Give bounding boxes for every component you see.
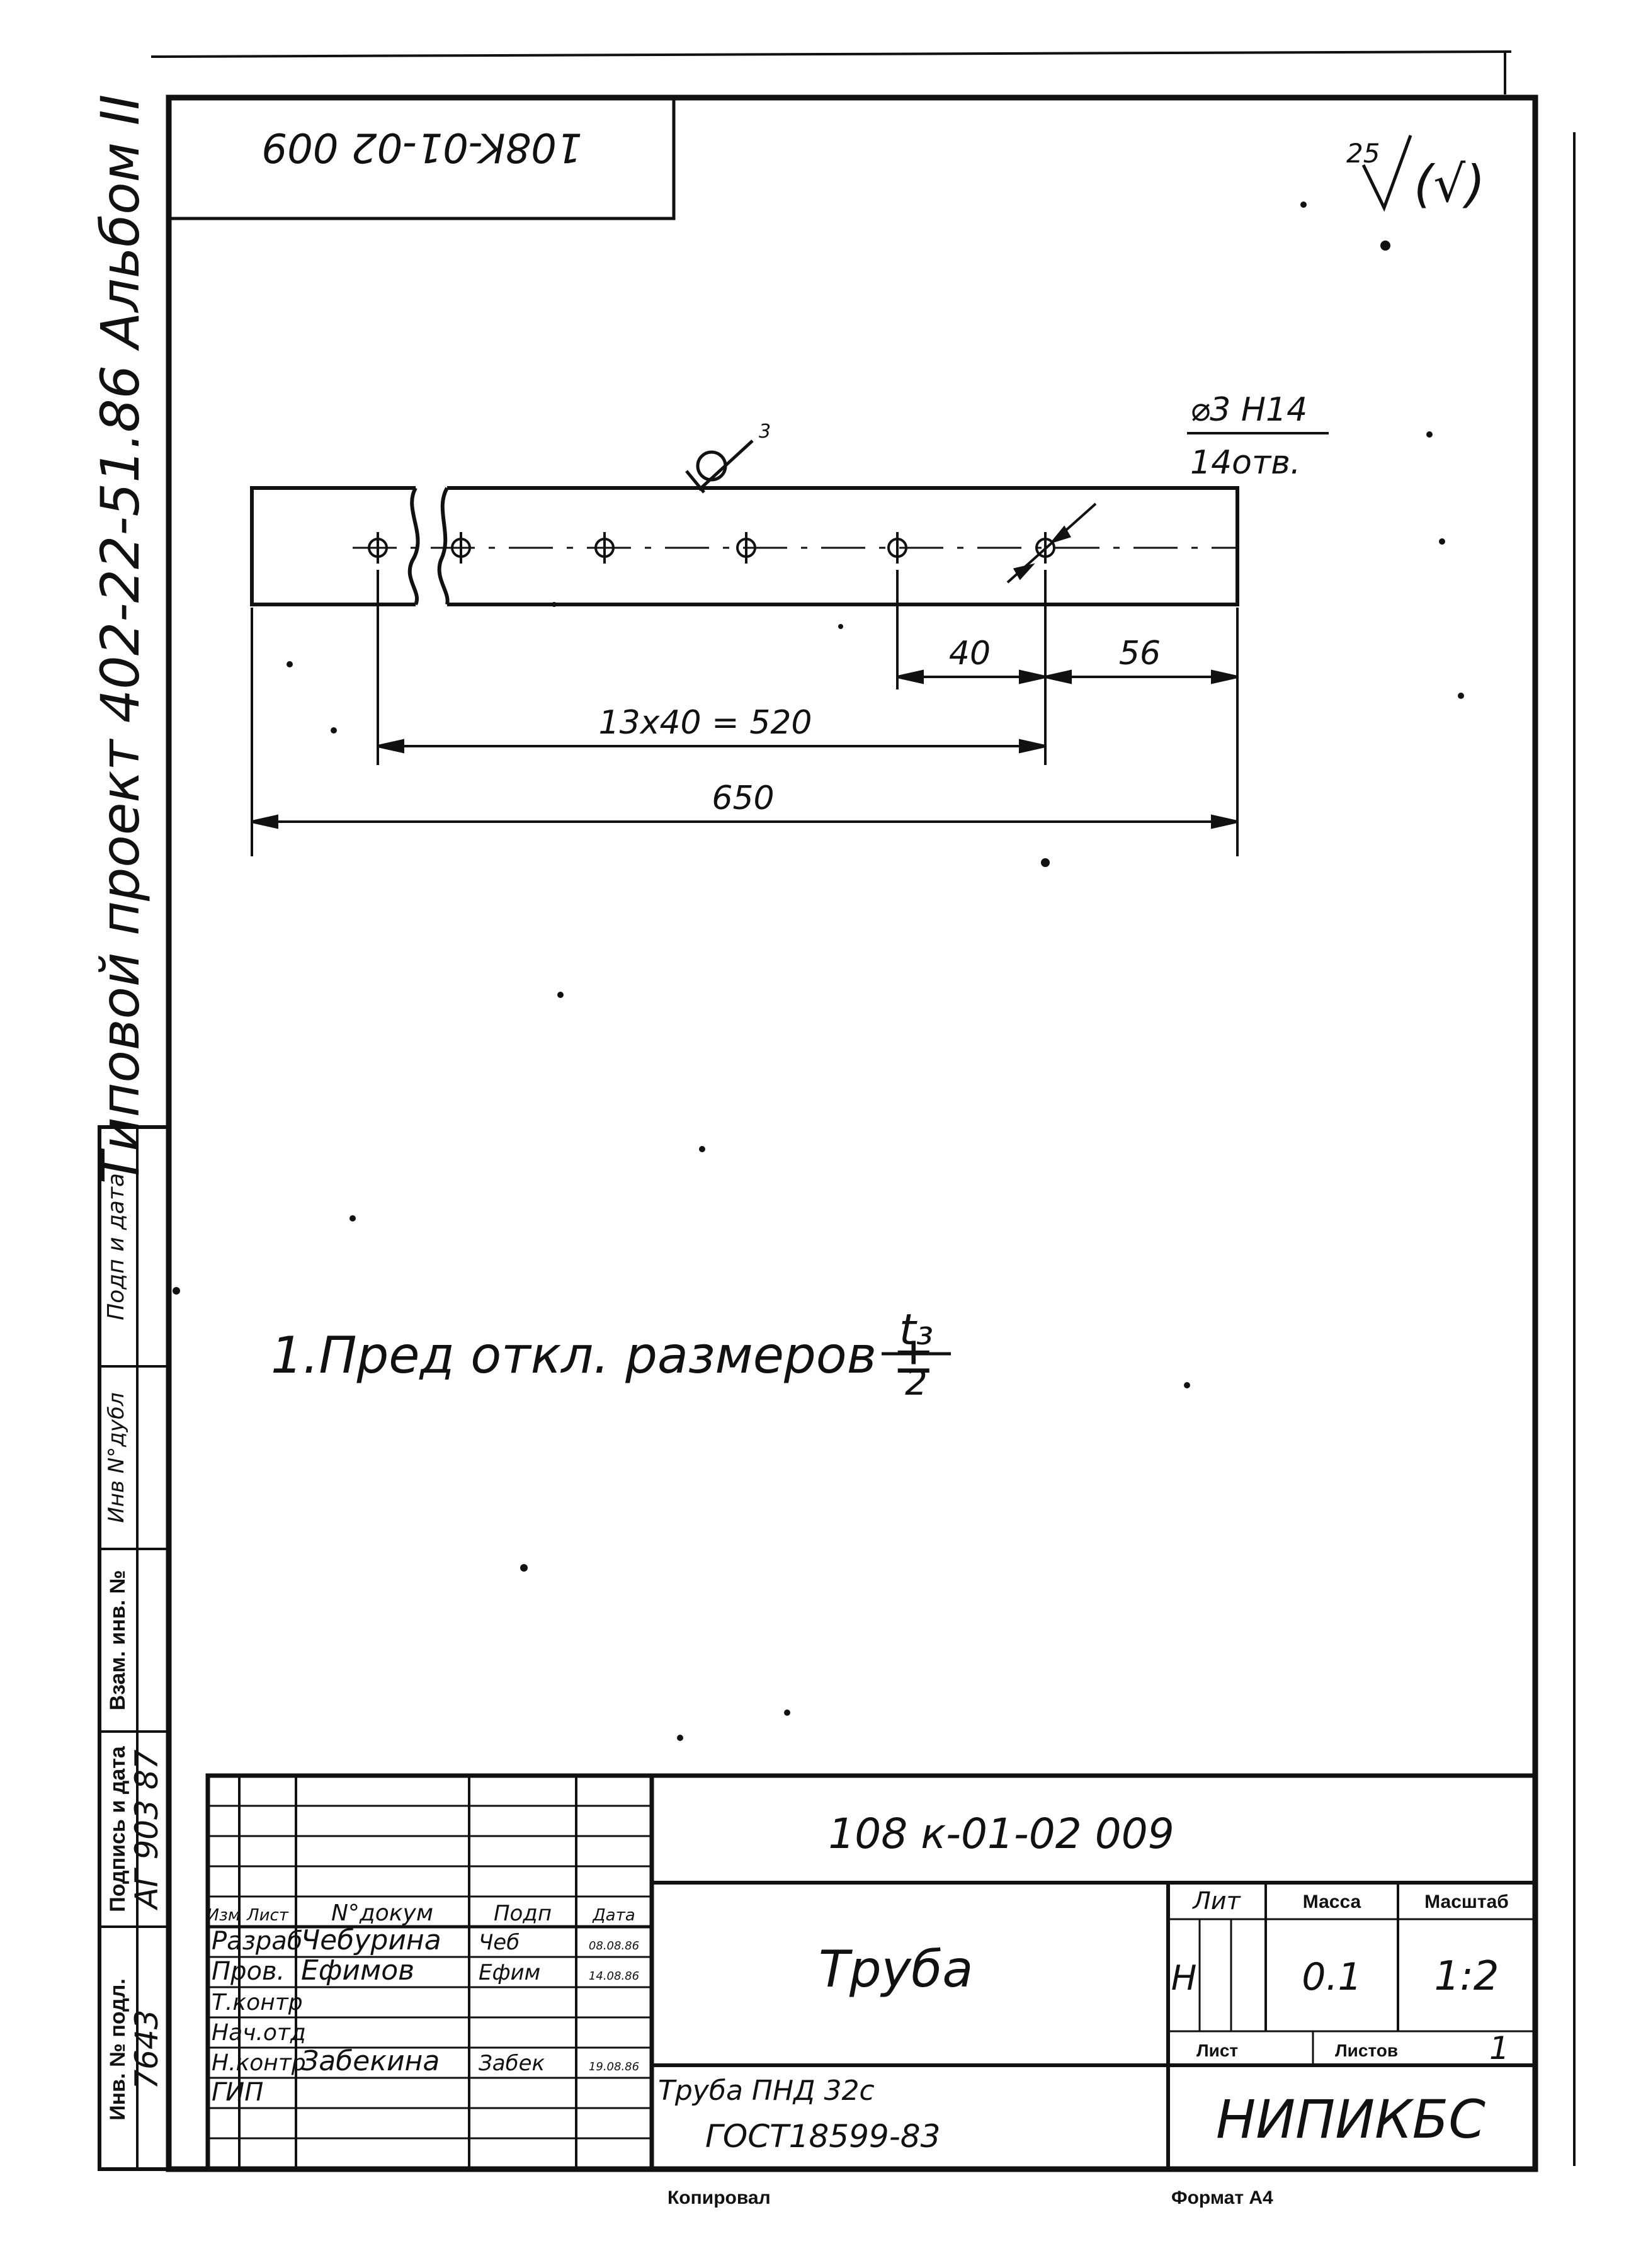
title-part-name: Труба xyxy=(819,1940,973,1999)
tolerance-note: 1.Пред откл. размеров ± t₃ 2 xyxy=(271,1305,951,1403)
col-header-date: Дата xyxy=(592,1906,635,1925)
top-stamp-text: 108K-01-02 009 xyxy=(261,123,582,170)
header-scale: Масштаб xyxy=(1424,1891,1509,1912)
note-fraction-bottom: 2 xyxy=(905,1363,928,1403)
staff-role: Т.контр xyxy=(212,1990,303,2016)
title-block xyxy=(205,1773,1538,2172)
title-designation: 108 к-01-02 009 xyxy=(828,1810,1174,1858)
roughness-value: 25 xyxy=(1346,138,1380,169)
lit-value: Н xyxy=(1171,1958,1197,1998)
weld-symbol: 3 xyxy=(685,421,771,494)
weld-symbol-number: 3 xyxy=(759,421,771,443)
side-field-podp-date2: Подпись и дата xyxy=(106,1745,130,1912)
roughness-suffix: (√) xyxy=(1414,155,1485,213)
scale-value: 1:2 xyxy=(1434,1953,1499,2000)
hole-callout-line2: 14отв. xyxy=(1190,444,1300,482)
header-sheets: Листов xyxy=(1335,2041,1398,2060)
dim-pitch: 40 xyxy=(949,635,991,672)
staff-name: Забекина xyxy=(301,2045,440,2077)
hole-callout-line1: ⌀3 H14 xyxy=(1190,391,1307,429)
scan-specks xyxy=(173,201,1464,1741)
footer-copied: Копировал xyxy=(667,2187,771,2208)
title-org: НИПИКБС xyxy=(1216,2089,1485,2150)
staff-date: 14.08.86 xyxy=(589,1970,639,1983)
hole-leader xyxy=(1006,502,1097,584)
staff-role: Разраб xyxy=(212,1927,302,1956)
side-sign-value: АГ 903 87 xyxy=(128,1749,165,1910)
hole-marks xyxy=(368,532,1055,564)
header-sheet: Лист xyxy=(1196,2041,1238,2060)
side-field-inv-podl: Инв. № подл. xyxy=(106,1978,130,2121)
title-material-line2: ГОСТ18599-83 xyxy=(705,2118,940,2155)
staff-role: Нач.отд xyxy=(212,2020,306,2046)
note-fraction-top: t₃ xyxy=(899,1305,933,1355)
hole-5 xyxy=(887,532,907,564)
title-staff-rows: Разраб Чебурина Чеб 08.08.86 Пров. Ефимо… xyxy=(212,1924,639,2107)
staff-date: 19.08.86 xyxy=(589,2060,639,2073)
side-strip xyxy=(98,1125,171,2171)
side-field-podp-date: Подп и дата xyxy=(103,1173,129,1320)
dimension-lines xyxy=(251,570,1239,856)
hole-1 xyxy=(368,532,388,564)
title-material-line1: Труба ПНД 32с xyxy=(658,2075,875,2107)
staff-name: Чебурина xyxy=(301,1924,441,1956)
staff-sign: Забек xyxy=(479,2051,545,2076)
header-mass: Масса xyxy=(1303,1891,1361,1912)
col-header-sign: Подп xyxy=(494,1901,552,1926)
side-field-inv-dubl: Инв N°дубл xyxy=(104,1392,129,1522)
roughness-symbol: 25 (√) xyxy=(1346,135,1485,213)
col-header-izm: Изм xyxy=(207,1906,241,1925)
side-project-title: Типовой проект 402-22-51.86 Альбом II xyxy=(89,94,151,1184)
dim-overall: 650 xyxy=(712,780,774,817)
hole-4 xyxy=(736,532,756,564)
side-field-vzam: Взам. инв. № xyxy=(106,1570,130,1710)
note-text: 1.Пред откл. размеров ± xyxy=(271,1326,934,1385)
sheets-value: 1 xyxy=(1489,2030,1509,2067)
staff-date: 08.08.86 xyxy=(589,1939,639,1953)
dim-end: 56 xyxy=(1119,635,1161,672)
title-col-headers: Изм Лист N°докум Подп Дата xyxy=(207,1900,635,1926)
hole-3 xyxy=(594,532,615,564)
side-inv-value: 7643 xyxy=(128,2009,165,2089)
hole-2 xyxy=(451,532,471,564)
pipe-part xyxy=(250,486,1239,606)
staff-sign: Чеб xyxy=(479,1930,520,1955)
mass-value: 0.1 xyxy=(1302,1955,1361,1999)
header-lit: Лит xyxy=(1191,1887,1241,1915)
col-header-doc: N°докум xyxy=(331,1900,433,1926)
staff-role: Н.контр xyxy=(212,2050,306,2076)
staff-name: Ефимов xyxy=(301,1954,414,1987)
top-stamp-box: 108K-01-02 009 xyxy=(168,97,676,220)
footer-format: Формат А4 xyxy=(1171,2187,1273,2208)
staff-sign: Ефим xyxy=(479,1960,540,1985)
staff-role: ГИП xyxy=(212,2078,263,2107)
col-header-list: Лист xyxy=(246,1906,289,1925)
dim-span: 13x40 = 520 xyxy=(599,704,812,742)
hole-callout: ⌀3 H14 14отв. xyxy=(1187,391,1329,482)
staff-role: Пров. xyxy=(212,1957,285,1986)
